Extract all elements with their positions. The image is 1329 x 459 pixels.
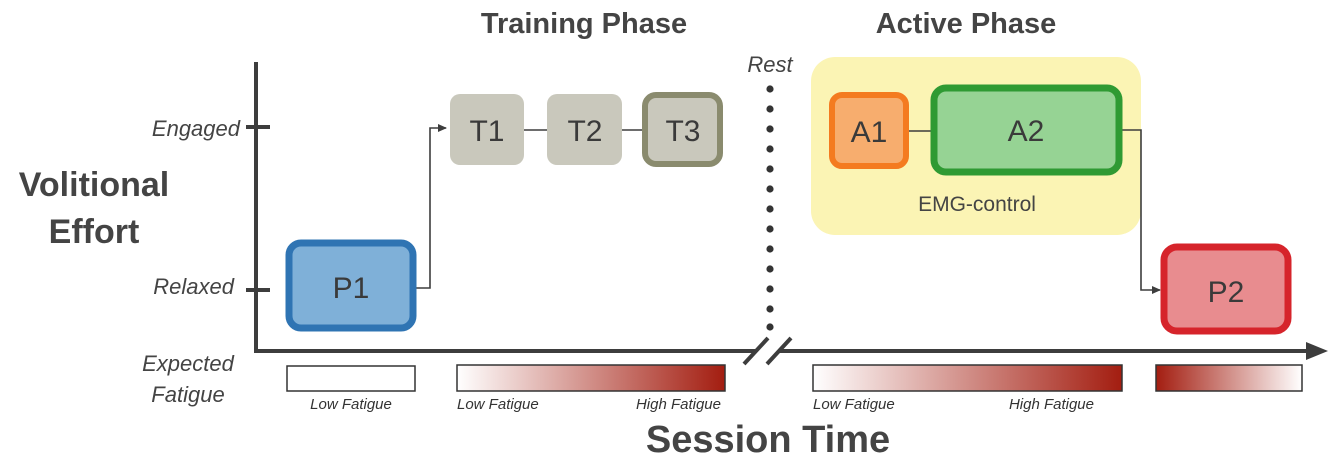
rest-label: Rest (747, 52, 793, 77)
node-a2: A2 (930, 84, 1123, 176)
node-t2: T2 (547, 94, 622, 165)
active-phase-title: Active Phase (876, 8, 1057, 40)
connectors (414, 124, 1161, 294)
node-t3-label: T3 (665, 115, 700, 148)
y-axis-title-line1: Volitional (19, 166, 169, 204)
x-axis-arrowhead (1306, 342, 1328, 360)
node-p1: P1 (285, 239, 417, 332)
x-axis-title: Session Time (646, 419, 890, 459)
node-t3: T3 (642, 92, 723, 167)
tick-label-engaged: Engaged (152, 116, 241, 141)
node-t1: T1 (450, 94, 524, 165)
fatigue-bar-1: Low Fatigue (286, 365, 416, 413)
fatigue-bar-4 (1155, 364, 1303, 392)
fatigue-bar-2-high-label: High Fatigue (636, 396, 721, 413)
connector-p1-t1 (414, 124, 447, 289)
fatigue-bar-3-high-label: High Fatigue (1009, 396, 1094, 413)
fatigue-label-line2: Fatigue (151, 382, 224, 407)
node-a1: A1 (829, 92, 909, 169)
fatigue-bar-2: Low Fatigue High Fatigue (456, 364, 726, 413)
x-axis (254, 336, 1328, 366)
axis-break-mark-left (742, 336, 770, 366)
fatigue-bar-3-low-label: Low Fatigue (813, 396, 895, 413)
node-t1-label: T1 (469, 115, 504, 148)
node-p1-label: P1 (333, 272, 370, 305)
rest-divider (766, 85, 774, 331)
fatigue-bar-1-low-label: Low Fatigue (310, 396, 392, 413)
training-phase-title: Training Phase (481, 8, 687, 40)
node-p2: P2 (1160, 243, 1292, 335)
axis-break-mark-right (765, 336, 793, 366)
fatigue-bar-3: Low Fatigue High Fatigue (812, 364, 1123, 413)
node-t2-label: T2 (567, 115, 602, 148)
fatigue-bar-2-low-label: Low Fatigue (457, 396, 539, 413)
emg-control-label: EMG-control (918, 193, 1036, 216)
tick-label-relaxed: Relaxed (153, 274, 234, 299)
node-p2-label: P2 (1208, 276, 1245, 309)
fatigue-label-line1: Expected (142, 351, 234, 376)
y-axis (246, 62, 270, 352)
connector-a2-p2 (1120, 129, 1161, 294)
y-axis-title-line2: Effort (49, 213, 140, 251)
node-a1-label: A1 (851, 116, 888, 149)
node-a2-label: A2 (1008, 115, 1045, 148)
